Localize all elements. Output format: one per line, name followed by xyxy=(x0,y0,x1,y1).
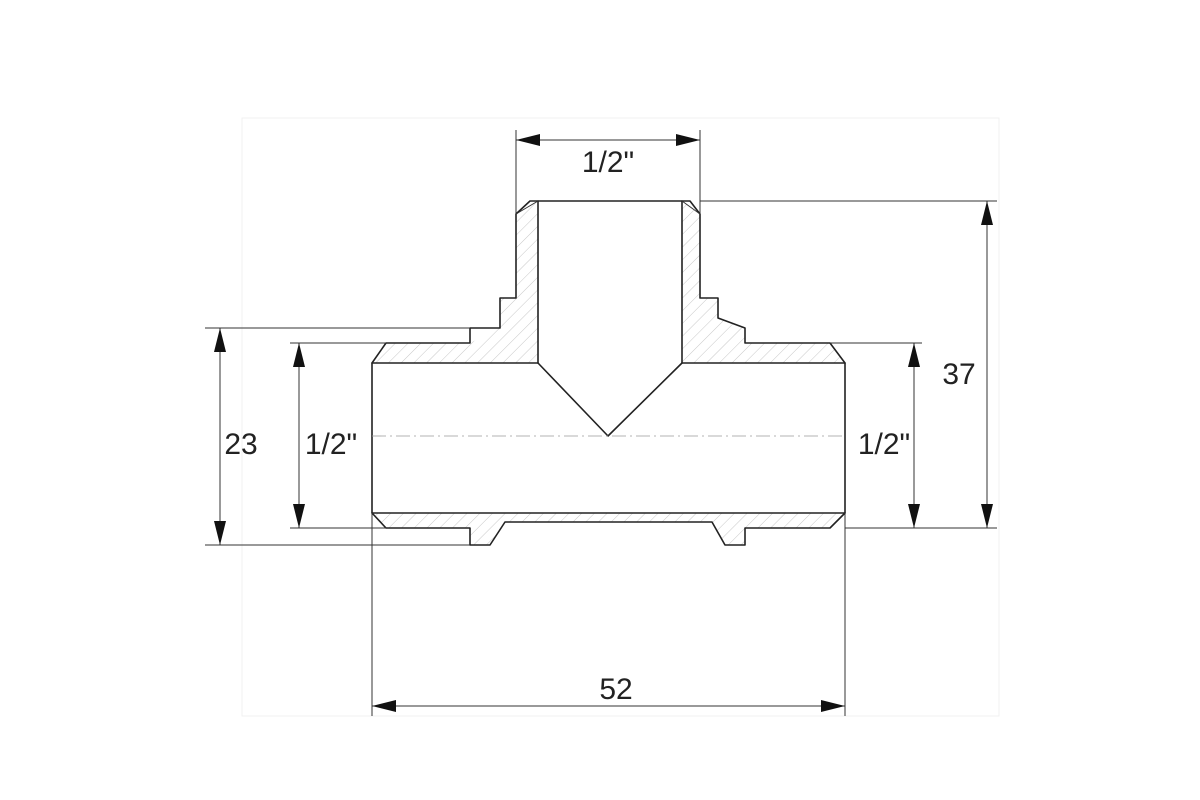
fitting-outline xyxy=(371,200,846,546)
overall-height-label: 23 xyxy=(224,428,257,461)
section-hatching xyxy=(372,201,845,545)
outer-contour xyxy=(371,200,846,546)
dimension-left-thread xyxy=(293,343,305,528)
overall-length-label: 52 xyxy=(599,673,632,706)
dimension-branch-height xyxy=(981,201,993,528)
extension-lines xyxy=(205,130,997,716)
dimension-overall-length xyxy=(372,700,845,712)
dimension-top-thread xyxy=(516,134,700,146)
dimension-overall-height xyxy=(214,328,226,545)
branch-height-label: 37 xyxy=(942,358,975,391)
dimension-right-thread xyxy=(908,343,920,528)
top-thread-label: 1/2" xyxy=(582,146,634,179)
drawing-frame xyxy=(241,117,1000,717)
left-thread-label: 1/2" xyxy=(305,428,357,461)
right-thread-label: 1/2" xyxy=(858,428,910,461)
